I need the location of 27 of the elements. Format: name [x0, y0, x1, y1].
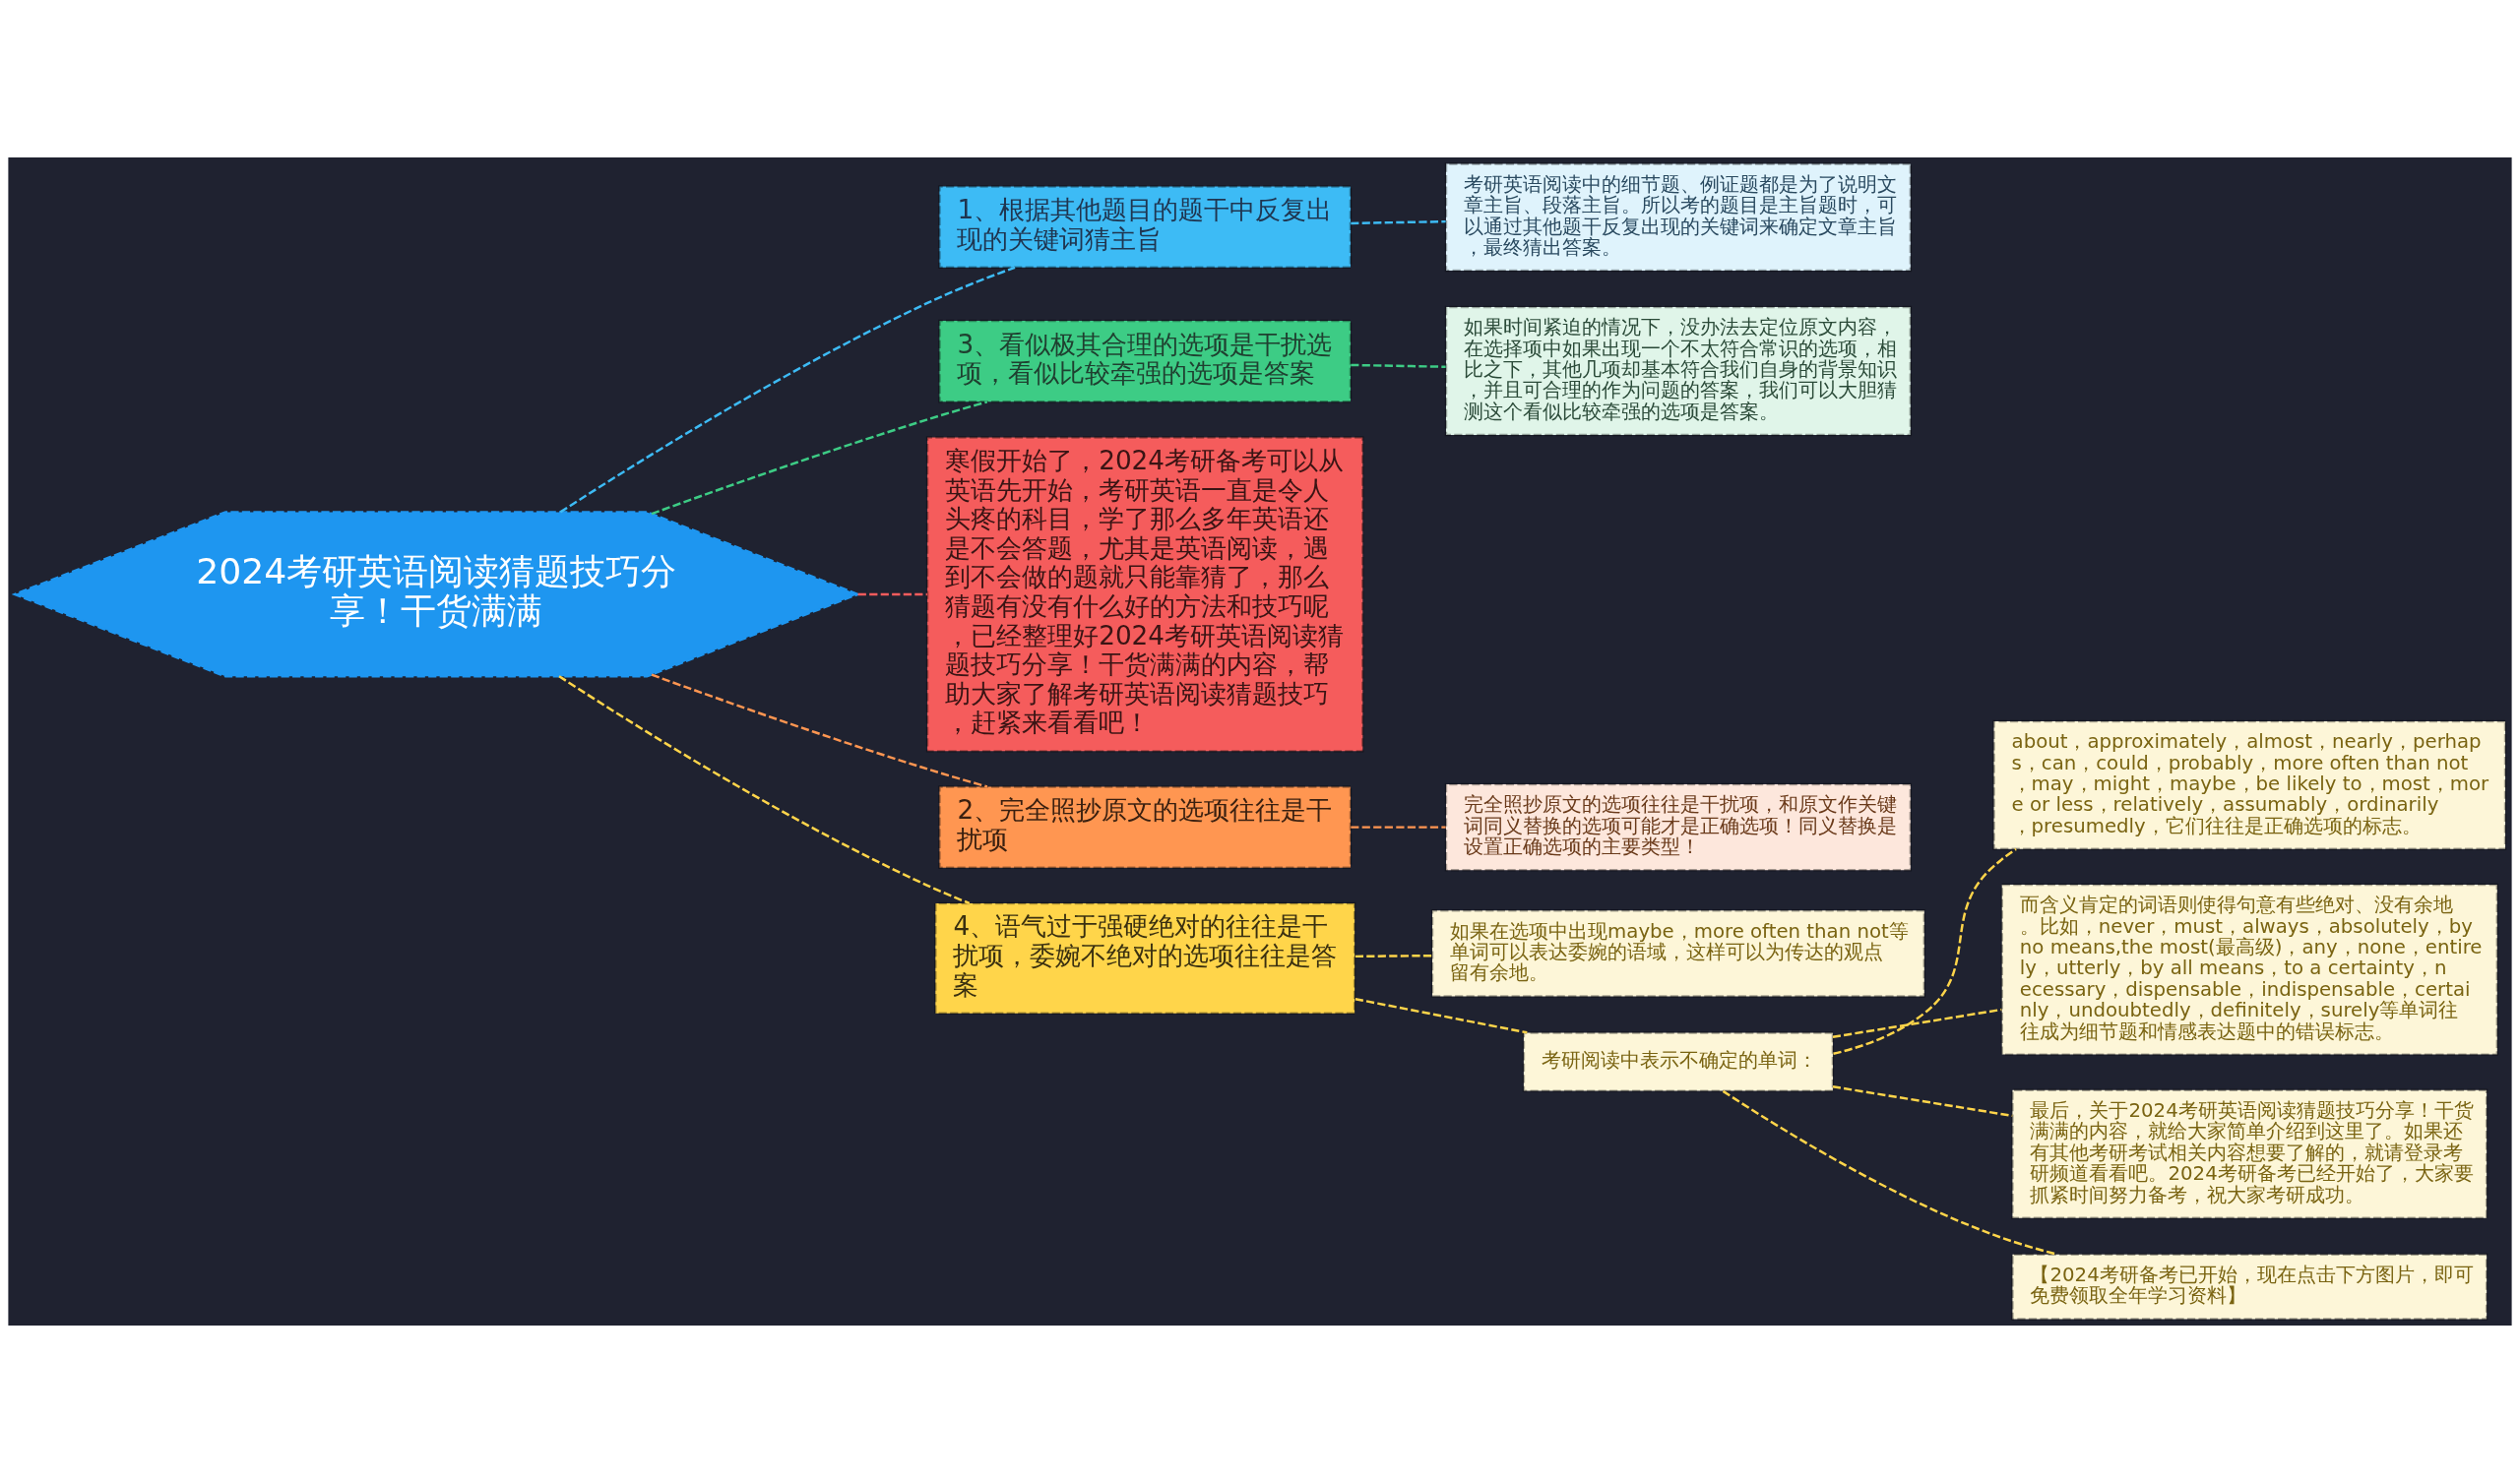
node-box: 2、完全照抄原文的选项往往是干扰项	[938, 784, 1353, 869]
node-box: 完全照抄原文的选项往往是干扰项，和原文作关键词同义替换的选项可能才是正确选项！同义替换是设置正确选项的主要类型！	[1444, 782, 1913, 871]
node-box: 4、语气过于强硬绝对的往往是干扰项，委婉不绝对的选项往往是答案	[934, 901, 1356, 1015]
connector	[1832, 1008, 2002, 1038]
node-box: 考研阅读中表示不确定的单词：	[1522, 1030, 1835, 1092]
node-box: 最后，关于2024考研英语阅读猜题技巧分享！干货满满的内容，就给大家简单介绍到这里了。如果还有其他考研考试相关内容想要了解的，就请登录考研频道看看吧。2024考研备考已经开始了，大家要抓紧时间努力备考，祝大家考研成功。	[2011, 1088, 2488, 1219]
node-box: 如果时间紧迫的情况下，没办法去定位原文内容，在选择项中如果出现一个不太符合常识的选项，相比之下，其他几项却基本符合我们自身的背景知识，并且可合理的作为问题的答案，我们可以大胆猜测这个看似比较牵强的选项是答案。	[1444, 305, 1913, 436]
node-box: 1、根据其他题目的题干中反复出现的关键词猜主旨	[938, 184, 1353, 269]
node-box: 3、看似极其合理的选项是干扰选项，看似比较牵强的选项是答案	[938, 319, 1353, 402]
connector	[1833, 847, 2017, 1055]
connector	[651, 673, 988, 788]
connector	[1354, 954, 1432, 957]
connector	[1351, 219, 1446, 224]
connector	[1354, 997, 1528, 1034]
connector	[1351, 825, 1446, 829]
node-box: 考研英语阅读中的细节题、例证题都是为了说明文章主旨、段落主旨。所以考的题目是主旨题时，可以通过其他题干反复出现的关键词来确定文章主旨，最终猜出答案。	[1444, 161, 1913, 272]
connector	[558, 674, 971, 904]
connector	[857, 592, 927, 595]
connector	[1722, 1089, 2057, 1256]
node-box: 而含义肯定的词语则使得句意有些绝对、没有余地。比如，never，must，always，absolutely，by no means,the most(最高级)，any，none，entirely，utterly，by all means，to a certainty，necessary，dispensable，indispensable，certainly，undoubtedly，definitely，surely等单词往往成为细节题和情感表达题中的错误标志。	[2000, 883, 2499, 1056]
node-box: about，approximately，almost，nearly，perhaps，can，could，probably，more often than not，may，might，maybe，be likely to，most，more or less，relatively，assumably，ordinarily，presumedly，它们往往是正确选项的标志。	[1992, 719, 2507, 850]
connector	[651, 400, 988, 515]
connector	[559, 266, 1016, 513]
node-box: 寒假开始了，2024考研备考可以从英语先开始，考研英语一直是令人头疼的科目，学了那么多年英语还是不会答题，尤其是英语阅读，遇到不会做的题就只能靠猜了，那么猜题有没有什么好的方法和技巧呢，已经整理好2024考研英语阅读猜题技巧分享！干货满满的内容，帮助大家了解考研英语阅读猜题技巧，赶紧来看看吧！	[925, 435, 1364, 753]
node-box: 【2024考研备考已开始，现在点击下方图片，即可免费领取全年学习资料】	[2011, 1252, 2488, 1321]
node-box: 如果在选项中出现maybe，more often than not等单词可以表达委婉的语域，这样可以为传达的观点留有余地。	[1430, 908, 1926, 998]
connector	[1351, 363, 1446, 368]
